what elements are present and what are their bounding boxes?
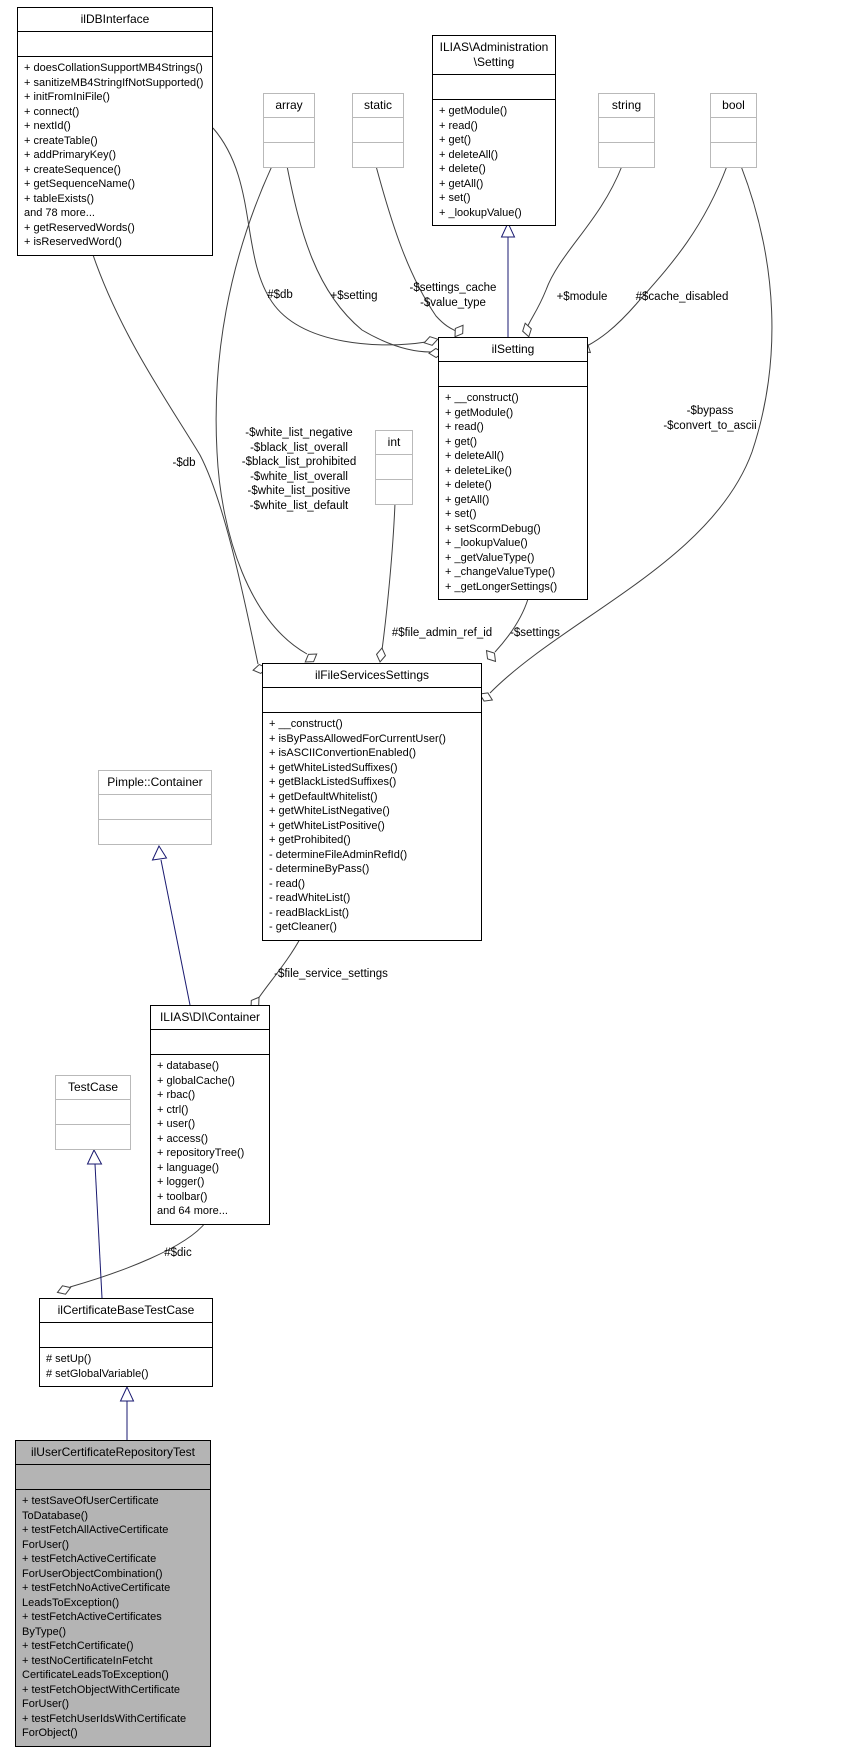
diamond-ilfileservicessettings-settings	[485, 649, 497, 663]
edge-label-file-admin-ref-id: #$file_admin_ref_id	[391, 627, 493, 639]
class-pimple-container[interactable]: Pimple::Container	[98, 770, 212, 845]
class-attributes-compartment	[40, 1323, 212, 1348]
class-attributes-compartment	[16, 1465, 210, 1490]
class-methods: + __construct() + isByPassAllowedForCurr…	[269, 718, 446, 933]
class-attributes-compartment	[599, 118, 654, 143]
class-methods-compartment	[353, 143, 403, 167]
class-attributes-compartment	[151, 1030, 269, 1055]
class-methods: + database() + globalCache() + rbac() + …	[157, 1060, 245, 1217]
class-ildbinterface[interactable]: ilDBInterface + doesCollationSupportMB4S…	[17, 7, 213, 256]
class-attributes-compartment	[56, 1100, 130, 1125]
class-methods: # setUp() # setGlobalVariable()	[46, 1353, 149, 1380]
edge-static-to-ilsetting	[375, 165, 457, 332]
class-ilcertificatebasetestcase[interactable]: ilCertificateBaseTestCase # setUp() # se…	[39, 1298, 213, 1387]
edge-label-settings: -$settings	[510, 627, 560, 639]
edge-bool-to-ilsetting	[586, 165, 728, 347]
class-attributes-compartment	[18, 32, 212, 57]
generalization-ilcertificatebasetestcase-to-testcase	[94, 1163, 103, 1299]
class-ilias-di-container[interactable]: ILIAS\DI\Container + database() + global…	[150, 1005, 270, 1225]
class-title: TestCase	[56, 1076, 130, 1100]
class-title: ilUserCertificateRepositoryTest	[16, 1441, 210, 1465]
class-methods-compartment	[99, 820, 211, 844]
class-testcase[interactable]: TestCase	[55, 1075, 131, 1150]
class-methods-compartment	[711, 143, 756, 167]
class-title: string	[599, 94, 654, 118]
class-methods-compartment	[56, 1125, 130, 1149]
class-title: bool	[711, 94, 756, 118]
class-title: static	[353, 94, 403, 118]
class-methods: + doesCollationSupportMB4Strings() + san…	[24, 62, 204, 248]
edge-bool-to-ilfileservicessettings-bypass	[489, 165, 773, 694]
class-string[interactable]: string	[598, 93, 655, 168]
class-title: ILIAS\Administration \Setting	[433, 36, 555, 75]
class-attributes-compartment	[353, 118, 403, 143]
class-attributes-compartment	[264, 118, 314, 143]
triangle-adminsetting	[500, 221, 516, 238]
class-attributes-compartment	[263, 688, 481, 713]
class-static[interactable]: static	[352, 93, 404, 168]
class-title: ilFileServicesSettings	[263, 664, 481, 688]
class-ilfileservicessettings[interactable]: ilFileServicesSettings + __construct() +…	[262, 663, 482, 941]
diamond-ilsetting-db	[423, 336, 439, 346]
class-attributes-compartment	[711, 118, 756, 143]
edge-dicontainer-to-ilcertificatebasetestcase	[69, 1221, 207, 1288]
class-ilusercertificaterepositorytest[interactable]: ilUserCertificateRepositoryTest + testSa…	[15, 1440, 211, 1747]
class-attributes-compartment	[439, 362, 587, 387]
edge-label-db: #$db	[267, 289, 293, 301]
class-attributes-compartment	[376, 455, 412, 480]
diamond-ilfileservicessettings-file-admin-ref-id	[375, 647, 387, 663]
edge-array-to-ilsetting	[286, 165, 432, 353]
edge-ilfileservicessettings-to-dicontainer	[257, 936, 302, 1000]
edge-int-to-ilfileservicessettings	[381, 502, 396, 651]
class-title: ilSetting	[439, 338, 587, 362]
triangle-testcase	[86, 1148, 103, 1165]
class-title: ilCertificateBaseTestCase	[40, 1299, 212, 1323]
class-title: ILIAS\DI\Container	[151, 1006, 269, 1030]
diamond-ilsetting-module	[522, 322, 532, 338]
diamond-ilfileservicessettings-white-lists	[304, 653, 318, 663]
class-methods: + __construct() + getModule() + read() +…	[445, 392, 558, 593]
edge-array-to-ilfileservicessettings	[215, 165, 308, 655]
class-int[interactable]: int	[375, 430, 413, 505]
triangle-pimplecontainer	[151, 844, 168, 861]
class-methods-compartment	[376, 480, 412, 504]
edge-label-settings-cache: -$settings_cache -$value_type	[409, 282, 497, 309]
class-bool[interactable]: bool	[710, 93, 757, 168]
class-title: array	[264, 94, 314, 118]
edge-label-module: +$module	[556, 291, 608, 303]
triangle-ilcertificatebasetestcase	[119, 1385, 135, 1402]
diamond-ilfileservicessettings-bypass	[478, 692, 494, 702]
edge-label-bypass: -$bypass -$convert_to_ascii	[663, 405, 757, 432]
generalization-dicontainer-to-pimplecontainer	[160, 859, 191, 1006]
diamond-ilsetting-settings-cache	[454, 324, 464, 338]
class-methods-compartment	[599, 143, 654, 167]
edge-label-cache-disabled: #$cache_disabled	[635, 291, 729, 303]
edge-ildbinterface-to-ilsetting	[212, 127, 427, 346]
edge-label-setting: +$setting	[330, 290, 378, 302]
edge-label-white-lists: -$white_list_negative -$black_list_overa…	[241, 427, 357, 512]
class-title: int	[376, 431, 412, 455]
class-ilias-administration-setting[interactable]: ILIAS\Administration \Setting + getModul…	[432, 35, 556, 226]
class-array[interactable]: array	[263, 93, 315, 168]
edge-ildbinterface-to-ilfileservicessettings	[91, 251, 259, 665]
class-methods-compartment	[264, 143, 314, 167]
edge-label-db2: -$db	[172, 457, 196, 469]
diamond-ilcertificatebasetestcase-dic	[56, 1285, 72, 1295]
class-title: ilDBInterface	[18, 8, 212, 32]
class-attributes-compartment	[99, 795, 211, 820]
edge-label-file-service-settings: -$file_service_settings	[274, 968, 388, 980]
edge-label-dic: #$dic	[164, 1247, 192, 1259]
class-methods: + testSaveOfUserCertificate ToDatabase()…	[22, 1495, 187, 1739]
class-attributes-compartment	[433, 75, 555, 100]
class-methods: + getModule() + read() + get() + deleteA…	[439, 105, 522, 219]
class-title: Pimple::Container	[99, 771, 211, 795]
edge-string-to-ilsetting	[526, 165, 623, 329]
edge-ilsetting-to-ilfileservicessettings	[494, 598, 529, 653]
class-ilsetting[interactable]: ilSetting + __construct() + getModule() …	[438, 337, 588, 600]
